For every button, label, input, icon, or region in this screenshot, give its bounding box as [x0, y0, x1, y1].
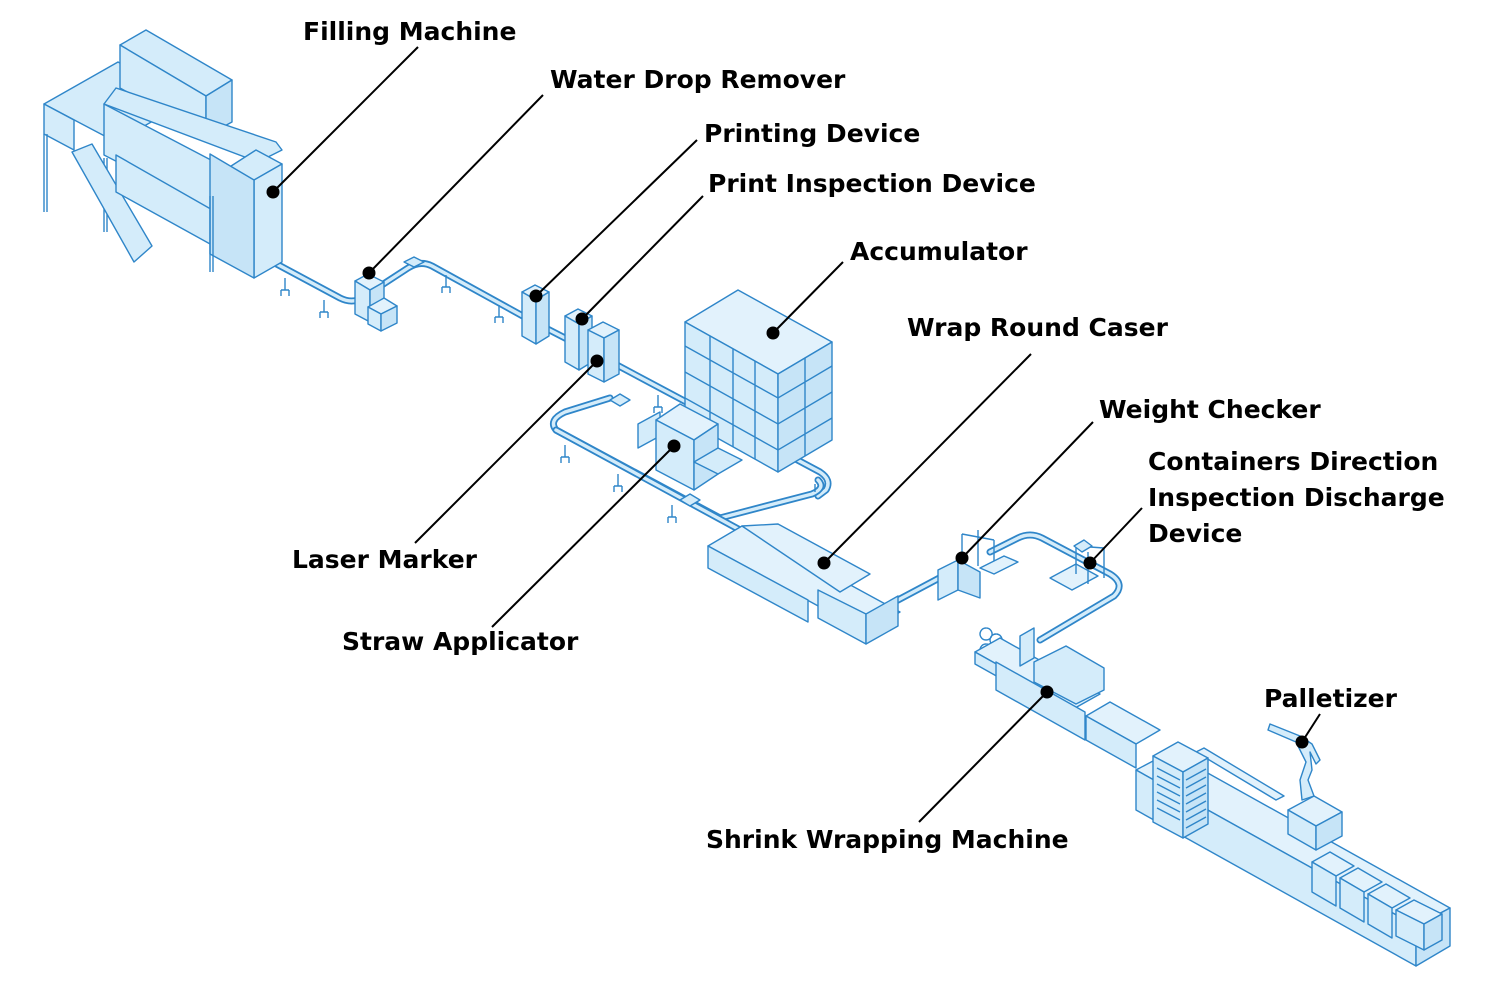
- pallet-box-front: [1339, 877, 1365, 923]
- caser-infeed-conveyor-inner: [554, 428, 742, 532]
- anchor-dot-shrink-wrapping-machine: [1040, 685, 1054, 699]
- robot-base-side: [1315, 811, 1343, 851]
- label-filling-machine: Filling Machine: [303, 17, 516, 46]
- pid-front: [564, 315, 580, 371]
- anchor-dot-laser-marker: [590, 354, 604, 368]
- pallet-box-front: [1311, 861, 1337, 907]
- acc-grid: [684, 336, 833, 459]
- anchor-dot-water-drop-remover: [362, 266, 376, 280]
- label-shrink-wrapping-machine: Shrink Wrapping Machine: [706, 825, 1069, 854]
- label-straw-applicator: Straw Applicator: [342, 627, 579, 656]
- wrc-front-1: [707, 545, 809, 623]
- support-leg: [441, 275, 451, 293]
- sa-head-2: [679, 493, 701, 507]
- anchor-dot-accumulator: [766, 326, 780, 340]
- support-leg: [667, 505, 677, 523]
- label-laser-marker: Laser Marker: [292, 545, 478, 574]
- leader-lines: [266, 46, 1321, 823]
- support-leg: [280, 278, 290, 296]
- platform-legs: [43, 134, 108, 232]
- sa-head: [609, 393, 631, 407]
- wrc-top-2: [741, 523, 871, 593]
- label-print-inspection-device: Print Inspection Device: [708, 169, 1036, 198]
- discharge-conveyor-inner: [988, 533, 1121, 642]
- caser-outfeed-conveyor-inner: [896, 573, 947, 602]
- leader-weight-checker: [961, 421, 1094, 559]
- platform-front: [43, 103, 75, 151]
- labels: Filling Machine Water Drop Remover Print…: [292, 17, 1445, 854]
- palletizer-illustration: [1267, 723, 1443, 951]
- dd-plate: [1049, 563, 1099, 591]
- chute: [71, 143, 153, 263]
- anchor-dot-print-inspection-device: [575, 312, 589, 326]
- support-leg: [653, 395, 663, 413]
- anchor-dot-palletizer: [1295, 735, 1309, 749]
- leader-printing-device: [535, 139, 698, 297]
- wrc-top-1: [707, 525, 901, 633]
- shrink-wrapping-machine-illustration: [974, 627, 1161, 769]
- printing-device-illustration: [521, 284, 550, 345]
- dd-box: [1073, 539, 1093, 553]
- swm-flap: [1019, 627, 1035, 667]
- pallet-box-side: [1423, 913, 1443, 951]
- leader-filling-machine: [272, 46, 419, 193]
- magazine-slats: [1156, 767, 1207, 829]
- label-wrap-round-caser: Wrap Round Caser: [907, 313, 1169, 342]
- label-weight-checker: Weight Checker: [1099, 395, 1321, 424]
- main-conveyor-upper-inner: [256, 252, 830, 498]
- column-legs: [209, 196, 214, 272]
- label-water-drop-remover: Water Drop Remover: [550, 65, 846, 94]
- leader-containers-direction-inspection-discharge-device: [1089, 507, 1143, 564]
- wc-body: [937, 559, 959, 601]
- leader-accumulator: [772, 261, 844, 334]
- leader-laser-marker: [414, 360, 598, 544]
- label-accumulator: Accumulator: [850, 237, 1028, 266]
- leader-print-inspection-device: [581, 195, 704, 320]
- wrap-round-caser-illustration: [707, 523, 901, 645]
- column-front: [253, 163, 283, 279]
- anchor-dot-printing-device: [529, 289, 543, 303]
- support-leg: [319, 300, 329, 318]
- wc-frame: [961, 530, 995, 572]
- label-containers-direction-line-3: Device: [1148, 519, 1242, 548]
- robot-arm: [1267, 723, 1321, 801]
- sa-wing-right: [693, 447, 743, 475]
- label-containers-direction-line-2: Inspection Discharge: [1148, 483, 1445, 512]
- support-leg: [494, 305, 504, 323]
- anchor-dot-weight-checker: [955, 551, 969, 565]
- support-leg: [560, 445, 570, 463]
- wdr-sensor: [403, 256, 425, 268]
- swm-conveyor-front: [1085, 715, 1137, 769]
- straw-applicator-illustration: [609, 393, 743, 507]
- anchor-dot-filling-machine: [266, 185, 280, 199]
- lm-side: [603, 329, 620, 383]
- anchor-dot-containers-direction-inspection-discharge-device: [1083, 556, 1097, 570]
- anchor-dot-straw-applicator: [667, 439, 681, 453]
- swm-main-front: [995, 661, 1086, 741]
- wc-plate: [979, 555, 1019, 575]
- label-palletizer: Palletizer: [1264, 684, 1398, 713]
- side-rail: [1195, 747, 1285, 801]
- accumulator-illustration: [684, 289, 833, 473]
- discharge-conveyor: [986, 531, 1123, 644]
- anchor-dot-wrap-round-caser: [817, 556, 831, 570]
- wc-body-side: [957, 559, 981, 599]
- leader-wrap-round-caser: [823, 353, 1032, 564]
- weight-checker-illustration: [937, 530, 1019, 601]
- wrc-block-side: [865, 595, 899, 645]
- label-printing-device: Printing Device: [704, 119, 920, 148]
- support-leg: [613, 474, 623, 492]
- pd-side: [535, 291, 550, 345]
- laser-marker-illustration: [587, 321, 620, 383]
- pallet-box-front: [1367, 893, 1393, 939]
- filling-machine-illustration: [43, 29, 283, 279]
- label-containers-direction-line-1: Containers Direction: [1148, 447, 1438, 476]
- leader-water-drop-remover: [368, 94, 544, 274]
- wdr-base-side: [380, 305, 398, 332]
- water-drop-remover-illustration: [354, 256, 425, 332]
- leader-shrink-wrapping-machine: [918, 691, 1048, 823]
- leader-straw-applicator: [491, 445, 675, 628]
- main-body-top: [103, 87, 283, 163]
